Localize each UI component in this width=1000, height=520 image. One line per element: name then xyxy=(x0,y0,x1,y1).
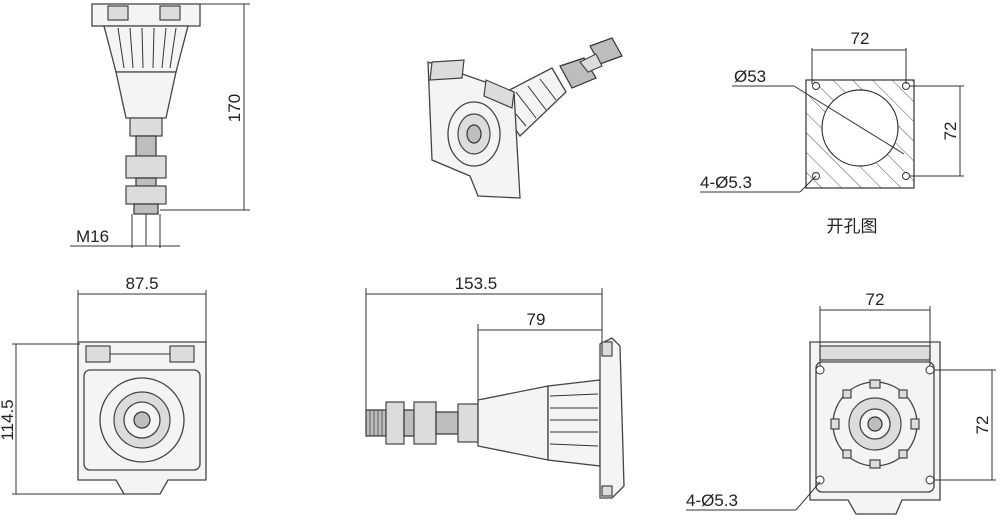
iso-hinge-left xyxy=(429,59,465,81)
dim-170: 170 xyxy=(225,94,244,122)
dim-cutout-72: 72 xyxy=(851,29,870,48)
dim-79: 79 xyxy=(527,310,546,329)
dim-m16: M16 xyxy=(76,227,109,246)
cutout-mount-hole-4 xyxy=(902,172,910,180)
length-hinge-bottom xyxy=(601,485,613,497)
back-hinge-bar xyxy=(819,345,931,361)
length-thread-lines xyxy=(369,410,383,436)
length-nut-1 xyxy=(385,401,405,445)
length-gland xyxy=(457,403,479,443)
dim-153-5: 153.5 xyxy=(455,274,498,293)
front-hinge-right xyxy=(169,345,195,363)
length-thread-mid xyxy=(403,409,415,437)
side-view-thread xyxy=(135,135,157,157)
length-hinge-top xyxy=(601,341,613,357)
dim-back-72-vertical: 72 xyxy=(973,416,992,435)
side-view-fin-lines xyxy=(117,27,177,69)
cutout-mount-hole-1 xyxy=(812,82,820,90)
back-mount-hole-3 xyxy=(815,475,825,485)
length-fins xyxy=(547,379,601,467)
dim-leader-53 xyxy=(793,85,905,155)
back-fin-teeth xyxy=(830,379,920,469)
iso-socket-pin xyxy=(466,124,482,144)
length-front-plate xyxy=(599,337,625,499)
side-view-thread-2 xyxy=(135,177,157,187)
side-view-stem xyxy=(129,117,163,137)
dim-back-72: 72 xyxy=(866,290,885,309)
cutout-diagram: 72 72 Ø53 4-Ø5.3 开孔图 xyxy=(700,29,964,236)
side-view: 170 M16 xyxy=(70,3,250,248)
iso-thread xyxy=(579,53,603,73)
side-view-hinge-right xyxy=(159,5,181,21)
dim-hole-53: Ø53 xyxy=(734,67,766,86)
dim-leader-mount-bottom xyxy=(795,481,821,511)
dim-cutout-72-vertical: 72 xyxy=(941,122,960,141)
back-view: 72 72 4-Ø5.3 xyxy=(686,290,996,515)
back-stem-core xyxy=(867,416,883,432)
dim-mount-holes-top: 4-Ø5.3 xyxy=(700,173,752,192)
iso-hinge-right xyxy=(483,79,515,109)
side-view-hinge-left xyxy=(107,5,129,21)
dim-leader-mount-top xyxy=(799,175,817,193)
length-nut-2 xyxy=(413,401,437,445)
dim-87-5: 87.5 xyxy=(125,274,158,293)
front-view: 87.5 114.5 xyxy=(0,274,207,495)
cutout-caption: 开孔图 xyxy=(827,217,878,236)
length-view: 153.5 79 xyxy=(365,274,625,499)
dim-114-5: 114.5 xyxy=(0,399,17,440)
back-mount-hole-4 xyxy=(925,475,935,485)
front-socket-pin xyxy=(133,411,151,429)
dim-mount-holes-bottom: 4-Ø5.3 xyxy=(686,491,738,510)
side-view-nut-2 xyxy=(125,185,167,205)
front-hinge-left xyxy=(85,345,111,363)
length-fin-lines xyxy=(549,393,599,447)
cutout-hole xyxy=(821,89,899,167)
side-view-nut-1 xyxy=(125,155,167,179)
isometric-view xyxy=(427,37,623,199)
back-mount-hole-1 xyxy=(815,365,825,375)
side-view-nose xyxy=(115,71,177,119)
back-mount-hole-2 xyxy=(925,365,935,375)
length-nose xyxy=(477,385,549,461)
length-thread-stem xyxy=(435,411,459,435)
side-view-thread-end xyxy=(133,203,159,215)
length-thread-end xyxy=(365,409,387,437)
